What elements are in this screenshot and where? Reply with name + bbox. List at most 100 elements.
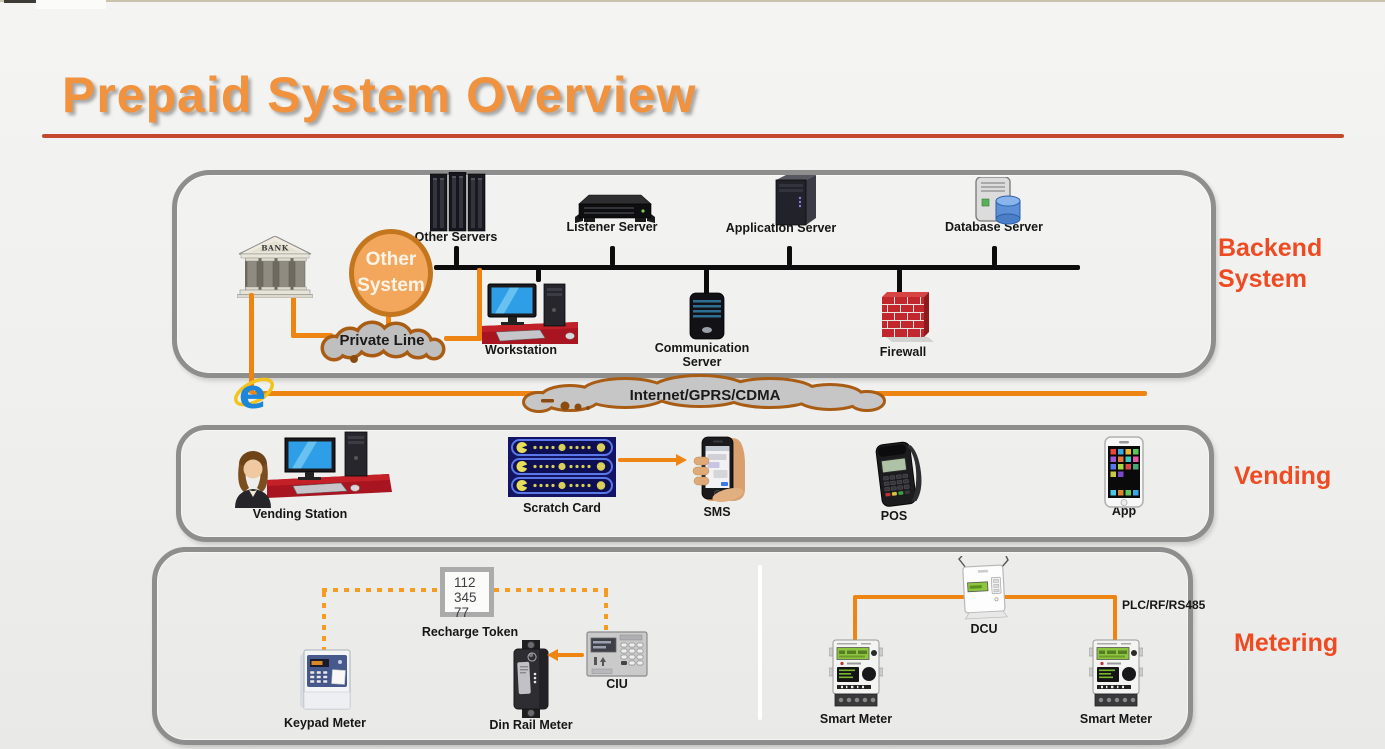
private-line-label: Private Line: [339, 332, 424, 349]
sms-node: [686, 433, 748, 505]
communication-server-icon: [689, 292, 725, 340]
metering-zone-box: [152, 547, 1193, 745]
svg-text:e: e: [239, 372, 266, 416]
token-digits-line1: 112: [454, 575, 476, 590]
top-edge-line: [0, 0, 1385, 2]
bus-tick-listener: [610, 246, 615, 266]
recharge-token-label: Recharge Token: [421, 625, 519, 639]
application-server-icon: [775, 175, 816, 226]
bank-icon: BANK: [237, 236, 313, 298]
sms-phone-icon: [692, 436, 745, 502]
pos-label: POS: [880, 509, 908, 523]
dcu-to-left-meter-line: [853, 595, 857, 641]
page-title: Prepaid System Overview: [62, 67, 697, 123]
other-system-node: Other System: [349, 229, 433, 317]
ciu-label: CIU: [606, 677, 628, 691]
bank-text: BANK: [261, 244, 289, 253]
listener-server-icon: [575, 194, 655, 223]
privateline-to-bus-h: [444, 336, 482, 341]
ciu-icon: [586, 631, 648, 677]
smart-meter-right-node: [1089, 638, 1143, 708]
dcu-icon: [958, 556, 1009, 620]
internet-explorer-icon: e: [234, 372, 274, 416]
din-rail-meter-node: [510, 640, 552, 718]
bus-tick-workstation: [536, 269, 541, 282]
pos-node: [870, 439, 926, 509]
ciu-to-dinrail-arrowhead: [547, 649, 558, 661]
token-digits-line2: 345: [454, 590, 477, 605]
dcu-label: DCU: [970, 622, 998, 636]
dotted-line-to-ciu: [604, 592, 608, 632]
listener-server-node: [575, 190, 655, 224]
smart-meter-right-icon: [1089, 639, 1143, 707]
internet-label: Internet/GPRS/CDMA: [630, 387, 781, 404]
bank-node: BANK: [237, 236, 313, 298]
dotted-line-token-left: [322, 588, 442, 592]
othersystem-to-privateline-v: [386, 312, 391, 330]
bank-to-internet-line: [249, 293, 254, 394]
bus-tick-firewall: [897, 269, 902, 294]
database-server-icon: [975, 177, 1021, 225]
backend-section-label: Backend System: [1218, 234, 1323, 293]
firewall-node: [878, 291, 934, 343]
scratchcard-to-sms-arrowhead: [676, 454, 687, 466]
pos-terminal-icon: [875, 441, 922, 507]
scratch-card-icon: [508, 437, 616, 497]
ciu-node: [586, 631, 648, 677]
plc-rf-rs485-label: PLC/RF/RS485: [1122, 598, 1206, 612]
smart-meter-left-label: Smart Meter: [819, 712, 893, 726]
privateline-to-bus-v: [477, 268, 482, 341]
internet-cloud: Internet/GPRS/CDMA: [522, 374, 886, 413]
sms-label: SMS: [703, 505, 731, 519]
bank-to-privateline-h: [291, 333, 333, 338]
app-node: [1104, 436, 1144, 508]
app-phone-icon: [1104, 436, 1144, 508]
keypad-meter-label: Keypad Meter: [284, 716, 366, 730]
din-rail-meter-icon: [513, 640, 549, 718]
vending-section-label: Vending: [1234, 462, 1332, 490]
database-server-node: [970, 177, 1024, 227]
workstation-label: Workstation: [485, 343, 557, 357]
din-rail-meter-label: Din Rail Meter: [489, 718, 573, 732]
private-line-node: Private Line: [316, 312, 450, 364]
database-server-label: Database Server: [945, 220, 1043, 234]
keypad-meter-node: [296, 648, 354, 712]
metering-section-label: Metering: [1234, 629, 1339, 657]
smart-meter-left-icon: [829, 639, 883, 707]
vending-zone-box: [176, 425, 1214, 542]
keypad-meter-icon: [300, 649, 351, 710]
bus-tick-application: [787, 246, 792, 266]
dcu-to-right-meter-line: [1113, 595, 1117, 641]
title-underline: [42, 134, 1344, 138]
ciu-to-dinrail-arrow-line: [556, 653, 584, 657]
other-system-label: Other System: [357, 249, 425, 296]
firewall-icon: [882, 292, 934, 342]
private-line-cloud: Private Line: [320, 320, 446, 363]
top-left-light-strip: [36, 0, 106, 9]
workstation-node: [482, 280, 578, 344]
smart-meter-right-label: Smart Meter: [1079, 712, 1153, 726]
dcu-node: [955, 556, 1013, 620]
other-servers-node: [430, 172, 486, 232]
workstation-icon: [482, 283, 578, 344]
internet-cloud-node: Internet/GPRS/CDMA: [515, 373, 890, 417]
scratchcard-to-sms-arrow-line: [618, 458, 678, 462]
vending-station-label: Vending Station: [252, 507, 348, 521]
scratch-card-label: Scratch Card: [523, 501, 601, 515]
bus-tick-other-servers: [454, 246, 459, 266]
smart-meter-left-node: [829, 638, 883, 708]
top-left-dark-strip: [4, 0, 36, 3]
bus-tick-database: [992, 246, 997, 266]
other-servers-icon: [430, 172, 486, 232]
application-server-node: [770, 172, 820, 226]
vending-station-icon: [235, 431, 392, 508]
recharge-token-box: 112 345 77: [440, 567, 494, 620]
dotted-line-to-keypad-meter: [322, 592, 326, 650]
vending-station-node: [227, 430, 392, 510]
backend-bus-line: [434, 265, 1080, 270]
communication-server-node: [688, 292, 726, 340]
communication-server-label: Communication Server: [654, 341, 750, 369]
bus-tick-communication: [704, 269, 709, 294]
ie-node: e: [233, 372, 277, 416]
